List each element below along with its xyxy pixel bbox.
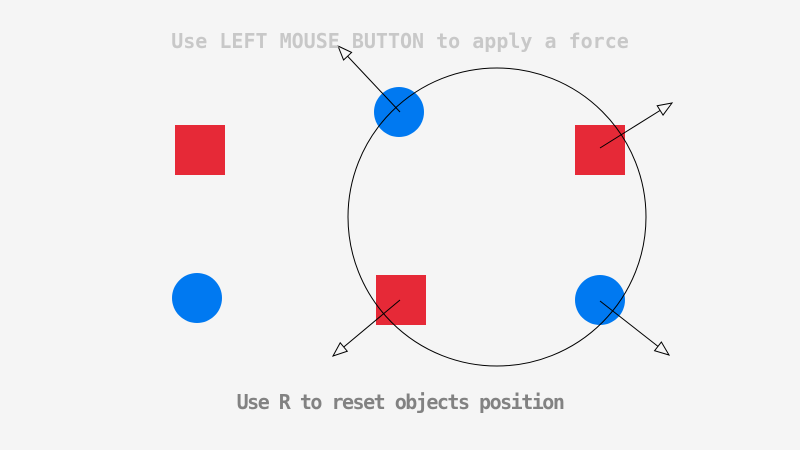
force-vector-arrowhead-icon	[331, 341, 349, 357]
physics-body-blue-circle-bottom-left[interactable]	[172, 273, 222, 323]
physics-body-red-square-bottom-center[interactable]	[376, 275, 426, 325]
force-vector-line	[599, 300, 670, 356]
force-arrow-3	[331, 299, 401, 357]
force-vector-line	[337, 45, 401, 113]
boundary-circle-outline	[347, 67, 647, 367]
force-vector-line	[332, 299, 401, 357]
physics-body-blue-circle-bottom-right[interactable]	[575, 275, 625, 325]
force-arrow-2	[599, 102, 674, 149]
force-arrow-1	[337, 45, 401, 113]
force-vector-arrowhead-icon	[653, 341, 671, 356]
force-vector-arrowhead-icon	[337, 45, 353, 61]
physics-body-red-square-left[interactable]	[175, 125, 225, 175]
force-arrow-4	[599, 300, 671, 356]
physics-body-red-square-top-right[interactable]	[575, 125, 625, 175]
physics-body-blue-circle-top[interactable]	[374, 87, 424, 137]
force-vector-arrowhead-icon	[656, 102, 674, 116]
